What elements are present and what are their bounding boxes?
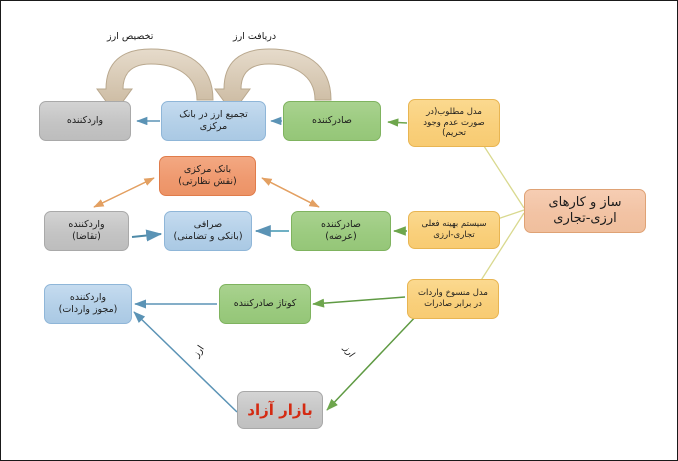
edge-obsolete-to-kotaj <box>312 296 406 308</box>
edge-label-fx-allocation: تخصیص ارز <box>107 31 154 42</box>
edge-label-fx-right: ارز <box>341 343 357 360</box>
edge-importer-to-exchange <box>131 229 163 242</box>
edge-exporter-to-centralbank <box>261 177 320 208</box>
node-exporter-supply[interactable]: صادرکننده (عرضه) <box>291 211 391 251</box>
node-obsolete-model[interactable]: مدل منسوخ واردات در برابر صادرات <box>407 279 499 319</box>
node-ideal-model[interactable]: مدل مطلوب(در صورت عدم وجود تحریم) <box>408 99 500 147</box>
edge-centralbank-stub-left <box>93 177 155 208</box>
edge-importer-to-centralbank <box>93 177 155 208</box>
node-current-optimal-system[interactable]: سیستم بهینه فعلی تجاری-ارزی <box>408 211 500 249</box>
node-exporter-kotaj[interactable]: کوتاژ صادرکننده <box>219 284 311 324</box>
node-importer-demand[interactable]: واردکننده (تقاضا) <box>44 211 129 251</box>
node-importer-license[interactable]: واردکننده (مجوز واردات) <box>44 284 132 324</box>
node-free-market[interactable]: بازار آزاد <box>237 391 323 429</box>
edge-label-fx-receipt: دریافت ارز <box>233 31 277 42</box>
node-exporter-top[interactable]: صادرکننده <box>283 101 381 141</box>
edge-obsolete-to-freemarket <box>326 312 420 411</box>
node-hub-currency-trade-mechanisms[interactable]: ساز و کارهای ارزی-تجاری <box>524 189 646 233</box>
node-fx-pool-central-bank[interactable]: تجمیع ارز در بانک مرکزی <box>161 101 266 141</box>
edge-idealmodel-to-exporter <box>387 118 408 127</box>
node-exchange-office[interactable]: صرافی (بانکی و تضامنی) <box>164 211 252 251</box>
edge-label-fx-left: ارز <box>191 343 207 360</box>
edge-freemarket-to-importer <box>133 311 238 413</box>
node-central-bank-supervisory[interactable]: بانک مرکزی (نقش نظارتی) <box>159 156 256 196</box>
node-importer-top[interactable]: واردکننده <box>39 101 131 141</box>
edge-centralbank-stub-right <box>261 177 320 208</box>
